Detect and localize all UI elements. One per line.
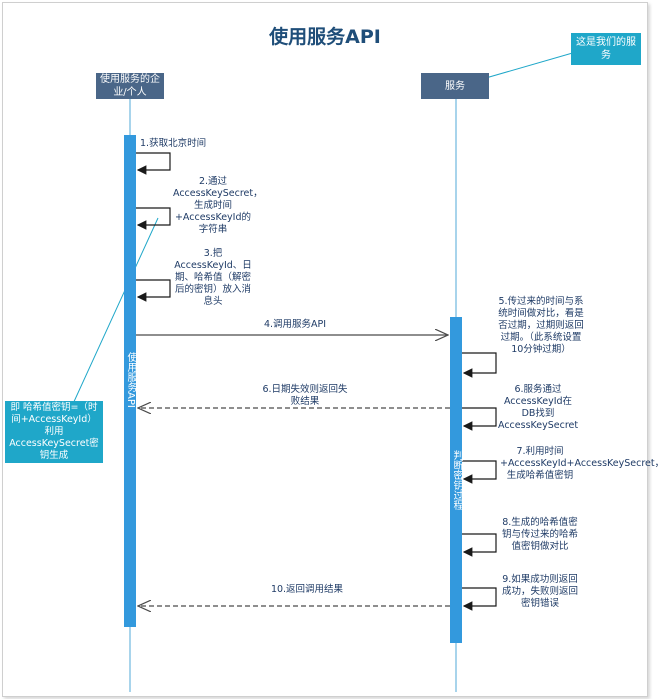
message-label-1: 1.获取北京时间 — [140, 138, 207, 149]
message-label-3: 3.把AccessKeyId、日期、哈希值（解密后的密钥）放入消息头 — [174, 248, 252, 307]
self-arrow-5 — [462, 352, 497, 378]
key-note: 即 哈希值密钥=（时间+AccessKeyId）利用AccessKeySecre… — [5, 401, 103, 463]
self-arrow-6b — [462, 407, 497, 431]
participant-service: 服务 — [421, 73, 489, 99]
key-note-connector — [71, 217, 159, 407]
diagram-frame — [2, 2, 648, 697]
message-label-6b: 6.服务通过AccessKeyId在DB找到AccessKeySecret — [498, 384, 579, 431]
self-arrow-7 — [462, 460, 497, 484]
message-label-9: 9.如果成功则返回成功，失败则返回密钥错误 — [501, 574, 578, 609]
service-activation-label: 判断密钥过程 — [451, 450, 462, 510]
message-label-10: 10.返回调用结果 — [270, 584, 344, 595]
self-arrow-3 — [136, 279, 171, 302]
service-activation — [450, 317, 462, 643]
message-label-2: 2.通过AccessKeySecret，生成时间+AccessKeyId的字符串 — [173, 176, 263, 235]
self-arrow-9 — [462, 587, 497, 611]
message-label-5: 5.传过来的时间与系统时间做对比，看是否过期，过期则返回过期。（此系统设置10分… — [498, 296, 584, 355]
message-label-8: 8.生成的哈希值密钥与传过来的哈希值密钥做对比 — [501, 517, 578, 552]
message-label-7: 7.利用时间+AccessKeyId+AccessKeySecret，生成哈希值… — [500, 446, 664, 481]
service-note: 这是我们的服务 — [571, 33, 641, 65]
self-arrow-1 — [136, 152, 171, 175]
client-activation-label: 使用服务API — [125, 352, 136, 408]
self-arrow-2 — [136, 207, 171, 230]
participant-client: 使用服务的企业/个人 — [96, 73, 164, 99]
message-label-4: 4.调用服务API — [263, 319, 327, 330]
diagram-title: 使用服务API — [269, 26, 381, 48]
client-activation — [124, 135, 136, 627]
sequence-diagram-canvas — [71, 51, 577, 692]
message-label-6: 6.日期失效则返回失败结果 — [262, 384, 348, 407]
self-arrow-8 — [462, 533, 497, 557]
